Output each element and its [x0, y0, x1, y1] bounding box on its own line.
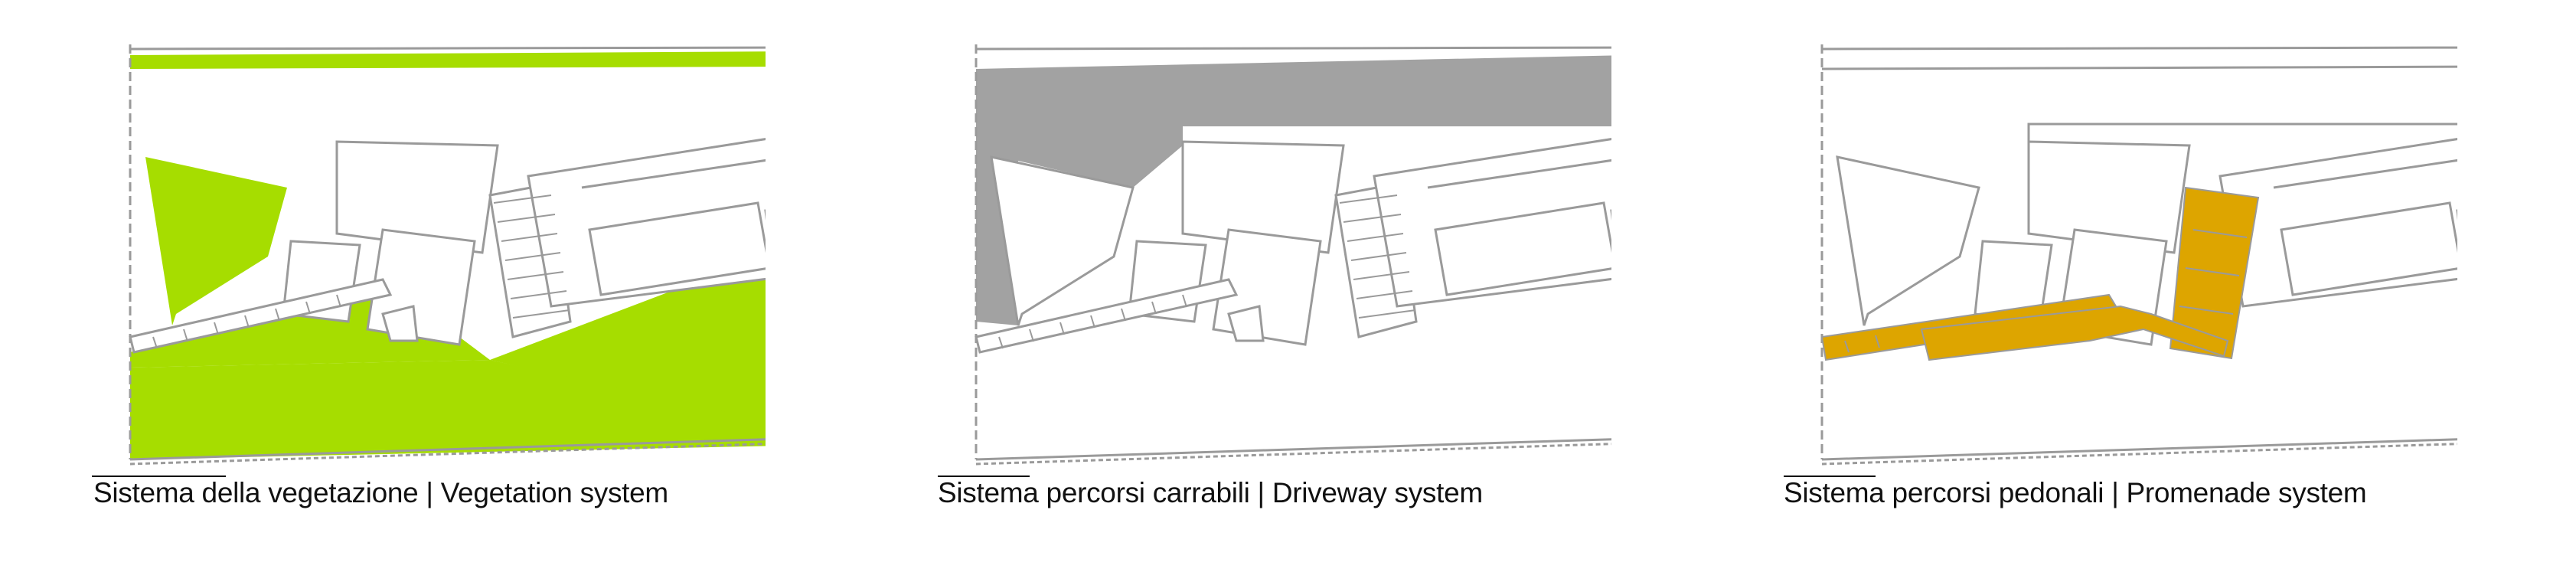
- driveway-main-road: [976, 55, 1611, 325]
- promenade-bridge: [2169, 186, 2260, 360]
- plan-linework: [129, 44, 766, 466]
- panel-caption: Sistema della vegetazione | Vegetation s…: [93, 477, 668, 508]
- plan-linework: [1820, 44, 2457, 466]
- promenade-plan-drawing: [1820, 44, 2457, 466]
- highlight-areas: [976, 55, 1611, 325]
- driveway-panel: Sistema percorsi carrabili | Driveway sy…: [846, 0, 1611, 572]
- vegetation-strip-top: [130, 51, 766, 69]
- promenade-lower-path: [1920, 305, 2229, 361]
- caption-rule: [938, 476, 1030, 477]
- highlight-areas: [1820, 186, 2260, 361]
- panel-caption: Sistema percorsi pedonali | Promenade sy…: [1784, 477, 2367, 508]
- promenade-panel: Sistema percorsi pedonali | Promenade sy…: [1692, 0, 2457, 572]
- vegetation-lawn-right: [337, 123, 766, 424]
- stair-hatching: [998, 194, 1416, 349]
- stair-hatching: [1844, 229, 2248, 353]
- panel-caption: Sistema percorsi carrabili | Driveway sy…: [938, 477, 1483, 508]
- vegetation-lawn-bottom: [130, 360, 766, 459]
- vegetation-lawn-left: [145, 157, 287, 325]
- plan-linework: [975, 44, 1611, 466]
- stair-hatching: [152, 194, 570, 349]
- caption-rule: [92, 476, 226, 477]
- caption-rule: [1784, 476, 1876, 477]
- vegetation-plan-drawing: [129, 44, 766, 466]
- driveway-plan-drawing: [975, 44, 1611, 466]
- vegetation-panel: Sistema della vegetazione | Vegetation s…: [0, 0, 766, 572]
